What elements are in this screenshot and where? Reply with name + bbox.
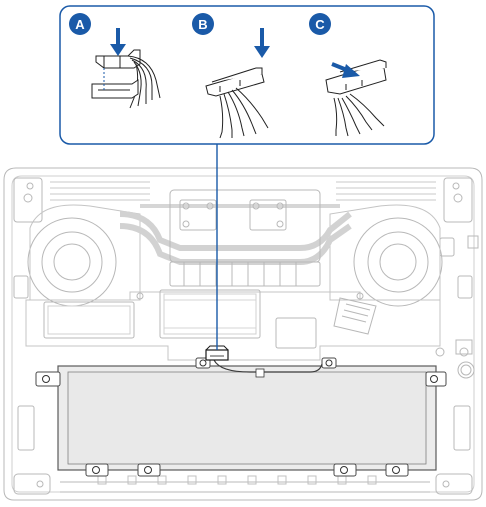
connector-slide-icon [325, 59, 387, 137]
battery [35, 357, 447, 477]
step-badge-c [309, 13, 331, 35]
connector-press-icon [91, 28, 161, 109]
step-b: B [192, 13, 270, 139]
connector-press-icon [205, 28, 270, 139]
step-badge-b [192, 13, 214, 35]
step-a: A [69, 13, 161, 109]
step-badge-a [69, 13, 91, 35]
step-label-b: B [198, 17, 207, 32]
step-label-c: C [315, 17, 325, 32]
step-label-a: A [75, 17, 85, 32]
step-c: C [309, 13, 387, 137]
laptop-chassis [3, 167, 483, 501]
